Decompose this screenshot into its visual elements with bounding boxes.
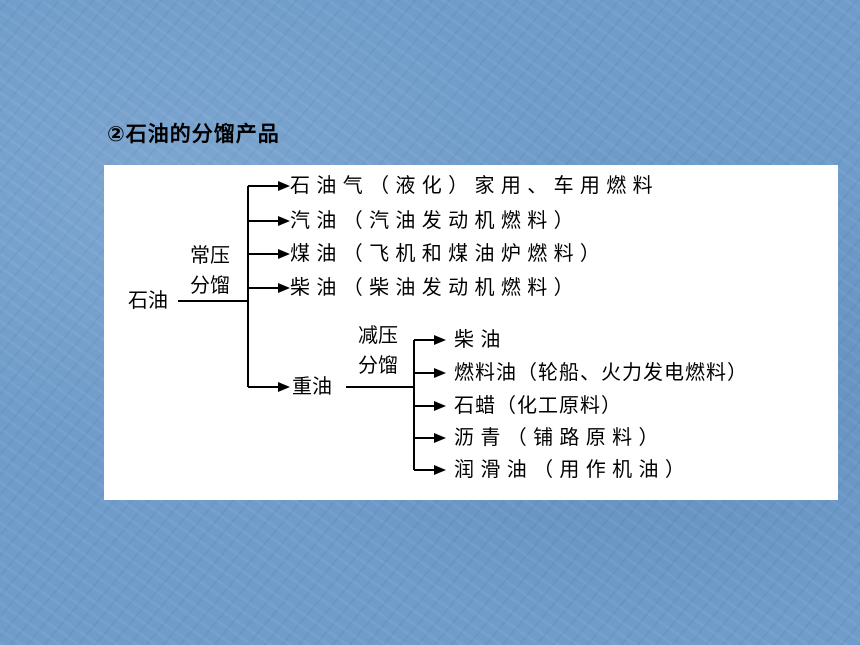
- vacuum-product-asphalt: 沥 青 （ 铺 路 原 料 ）: [454, 425, 659, 449]
- product-heavy-oil: 重油: [292, 374, 332, 398]
- arrow-head: [278, 283, 290, 293]
- arrow-head: [434, 433, 446, 443]
- product-kerosene: 煤 油 （ 飞 机 和 煤 油 炉 燃 料 ）: [290, 241, 600, 265]
- vacuum-product-fuel-oil: 燃料油（轮船、火力发电燃料）: [454, 360, 748, 384]
- arrow-head: [434, 401, 446, 411]
- product-diesel: 柴 油 （ 柴 油 发 动 机 燃 料 ）: [290, 275, 574, 299]
- product-gasoline: 汽 油 （ 汽 油 发 动 机 燃 料 ）: [290, 208, 574, 232]
- arrow-head: [278, 249, 290, 259]
- arrow-head: [434, 335, 446, 345]
- arrow-head: [278, 382, 290, 392]
- vacuum-process-label-1: 减压: [358, 323, 398, 347]
- vacuum-product-paraffin: 石蜡（化工原料）: [454, 393, 622, 417]
- page-title: ②石油的分馏产品: [107, 122, 280, 146]
- arrow-head: [434, 465, 446, 475]
- root-petroleum: 石油: [128, 288, 168, 312]
- vacuum-product-diesel: 柴 油: [454, 327, 501, 351]
- diagram-connectors: [178, 181, 446, 475]
- arrow-head: [278, 216, 290, 226]
- atmospheric-process-label-1: 常压: [190, 243, 230, 267]
- vacuum-product-lubricant: 润 滑 油 （ 用 作 机 油 ）: [454, 457, 685, 481]
- product-lpg: 石 油 气 （ 液 化 ） 家 用 、 车 用 燃 料: [290, 173, 653, 197]
- atmospheric-process-label-2: 分馏: [190, 273, 230, 297]
- arrow-head: [278, 181, 290, 191]
- vacuum-process-label-2: 分馏: [358, 353, 398, 377]
- distillation-diagram: 石油 常压 分馏 石 油 气 （ 液 化 ） 家 用 、 车 用 燃 料 汽 油…: [104, 165, 838, 500]
- arrow-head: [434, 368, 446, 378]
